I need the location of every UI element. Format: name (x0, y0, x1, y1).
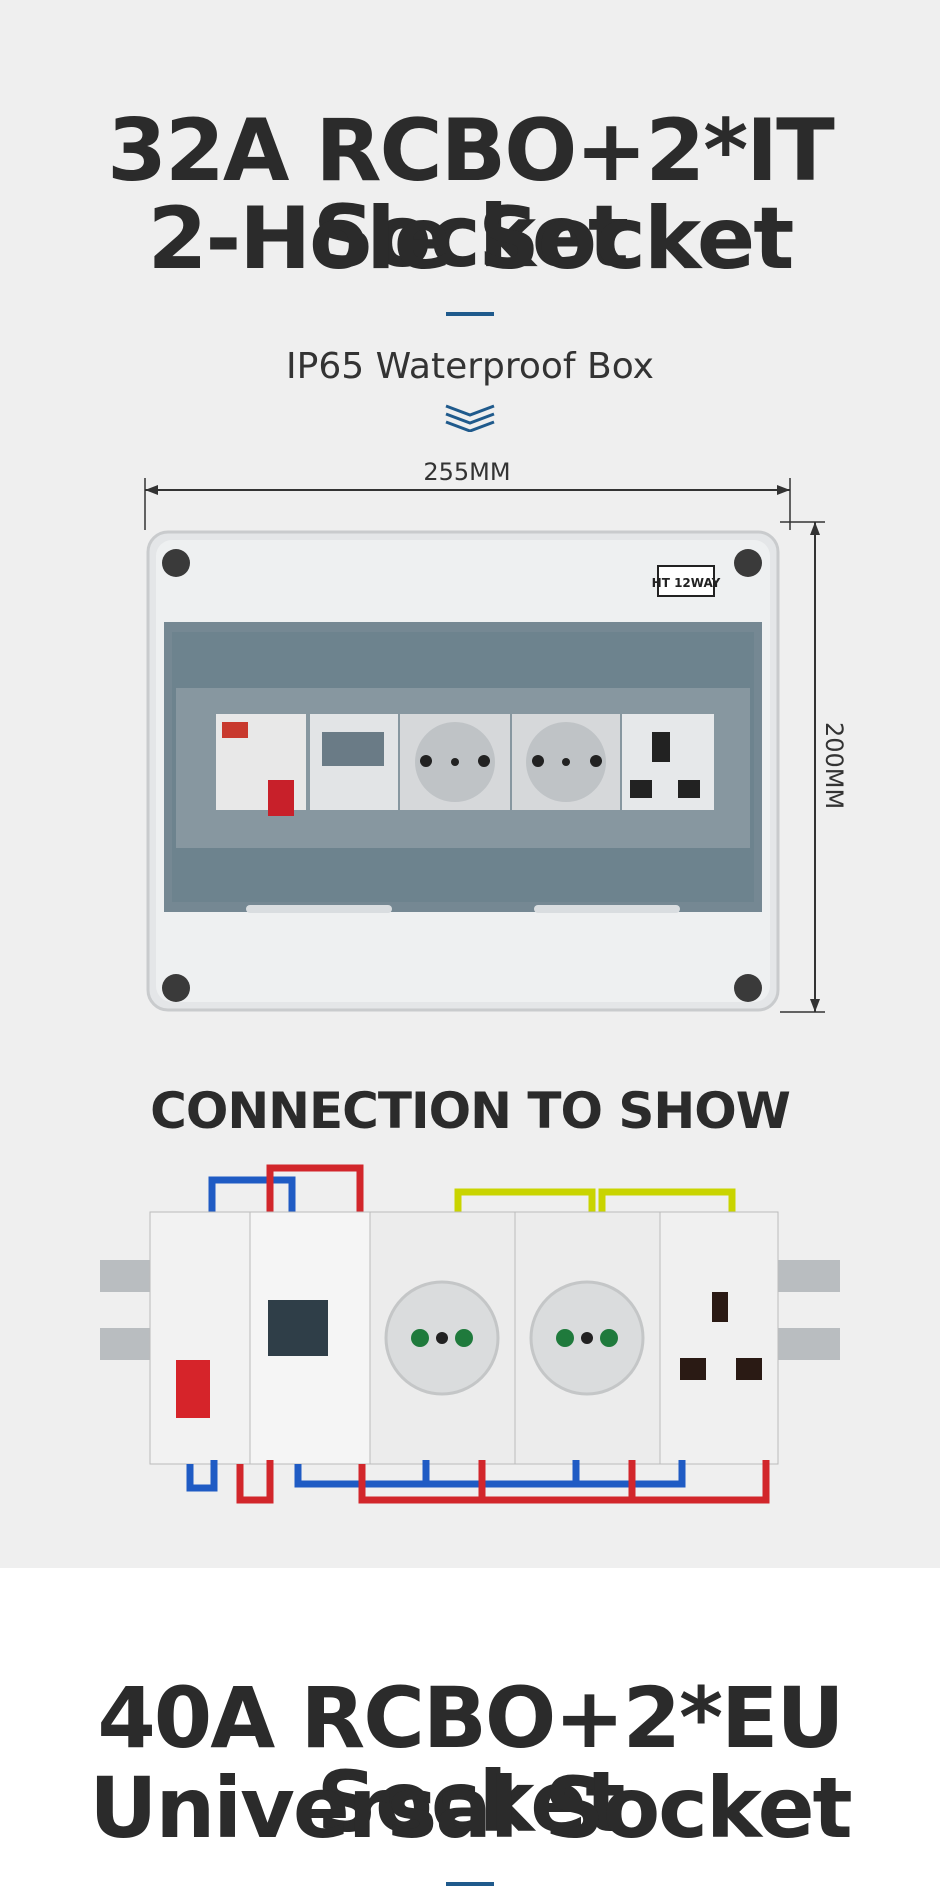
headline-line-2: 2-Hole Socket (147, 189, 795, 289)
dimension-width-label: 255MM (423, 458, 510, 486)
connection-illustration (100, 1164, 840, 1504)
connection-title: CONNECTION TO SHOW (150, 1082, 791, 1140)
subtitle: IP65 Waterproof Box (286, 346, 654, 387)
headline-line-1: 32A RCBO+2*IT Socket (107, 101, 835, 287)
chevron-down-icon (445, 404, 495, 432)
bottom-headline-line-2: Universal Socket (89, 1759, 852, 1857)
accent-divider (446, 312, 494, 316)
enclosure-illustration: 255MM 200MM HT 12WAY (144, 458, 848, 1013)
box-label: HT 12WAY (652, 576, 721, 590)
dimension-height-label: 200MM (820, 722, 848, 809)
bottom-accent-divider (446, 1882, 494, 1886)
bottom-headline-line-1: 40A RCBO+2*EU Socket (97, 1669, 844, 1851)
